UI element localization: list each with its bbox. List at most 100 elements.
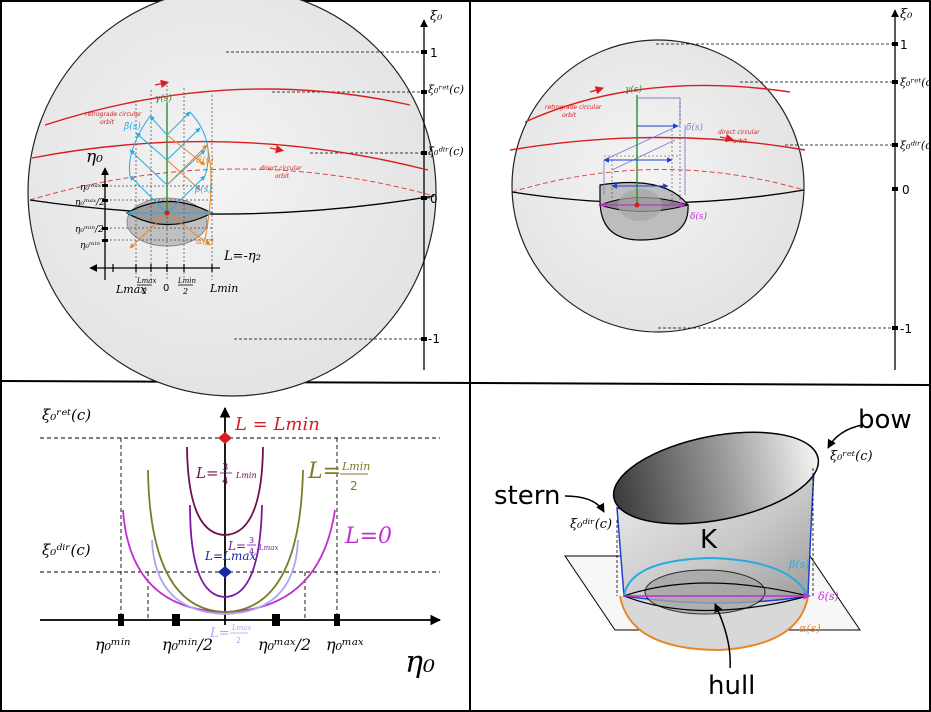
label-L-min-half-den: 2 [350,479,358,493]
equator-back-right [511,169,805,193]
direct-label-left-1: direct circular [260,165,302,172]
eta-ticks-bl [118,614,340,626]
retrograde-orbit-right [524,84,791,123]
L-max-half-den-left: 2 [141,287,147,296]
xi-ticks-right [892,42,898,330]
tick-1-left: 1 [430,46,438,60]
label-L-3-4-min-num: 3 [222,462,228,473]
tick-xi-ret-left: ξ₀ʳᵉᵗ(c) [428,83,464,96]
label-L-3-4-max-pre: L= [227,539,246,553]
beta-tilde-label-left: β̃(s) [123,121,141,132]
gamma-label-right: γ(s) [625,84,643,95]
hull-label: hull [708,671,755,701]
xi-ret-label-bl: ξ₀ʳᵉᵗ(c) [42,406,91,424]
retro-label-left-2: orbit [100,119,115,126]
K-label: K [700,525,718,555]
hull-inner [644,569,766,615]
eta-min-bl: η₀ᵐⁱⁿ [95,635,131,654]
xi-ret-label-br: ξ₀ʳᵉᵗ(c) [830,449,873,464]
direct-orbit-right [509,136,806,151]
direct-label-right-2: orbit [733,138,748,145]
origin-dot-right [634,202,640,208]
retrograde-orbit-left [44,88,411,126]
vertical-guides-right [604,98,681,205]
label-L-Lmax: L=Lmax [204,549,257,563]
label-L-3-4-min-pre: L= [195,464,219,482]
alpha-label-left: α(s) [196,236,214,247]
curve-L-min-half [147,469,304,613]
xi-dir-label-bl: ξ₀ᵈⁱʳ(c) [42,541,91,559]
L-min-half-num-left: Lmin [177,277,197,285]
point-L-min [218,432,232,444]
curve-L-max-half [151,539,299,615]
bow-label: bow [858,405,912,435]
xi-dir-label-br: ξ₀ᵈⁱʳ(c) [570,517,612,532]
direct-orbit-left [31,140,429,171]
label-L-max-half-den: 2 [236,636,241,645]
label-L-max-half-pre: L= [209,626,230,641]
eta-min-half-left: η₀ᵐⁱⁿ/2 [75,225,104,235]
hull-arrow [714,603,731,669]
xi-axis-label-left: ξ₀ [430,9,443,24]
label-L-Lmin: L = Lmin [234,414,320,435]
alpha-tilde-label-left: α̃(s) [196,155,214,166]
tick-1-right: 1 [900,38,908,52]
eta-ticks-left [102,184,108,242]
retro-label-right-1: retrograde circular [545,104,602,111]
K-top [612,431,820,525]
panel-top-left: ξ₀ 1 ξ₀ʳᵉᵗ(c) ξ₀ᵈⁱʳ(c) 0 -1 retrograde c… [27,0,464,397]
delta-tilde-frame-right [603,100,686,195]
panel-bottom-right: K β(s) δ(s) α(s) bow ξ₀ʳᵉᵗ(c) stern ξ₀ᵈⁱ… [494,405,912,701]
tick-0-left: 0 [430,192,438,206]
L-ticks-left [112,264,213,272]
eta-max-left: η₀ᵐᵃˣ [80,183,102,193]
eta-min-half-bl: η₀ᵐⁱⁿ/2 [162,635,213,654]
panel-bottom-left: ξ₀ʳᵉᵗ(c) ξ₀ᵈⁱʳ(c) η₀ᵐⁱⁿ η₀ᵐⁱⁿ/2 η [40,406,442,680]
delta-tilde-label-right: δ̃(s) [686,122,704,133]
beta-curve [623,556,809,597]
xi-axis-label-right: ξ₀ [900,7,913,22]
label-L-min-half-num: Lmin [341,460,370,473]
label-L-3-4-max-den: 4 [249,547,254,556]
stern-arrow [564,495,605,513]
delta-label-right: δ(s) [690,211,708,222]
level-curves-bl [122,446,336,615]
delta-label-br: δ(s) [818,590,839,603]
L-min-half-den-left: 2 [182,287,188,296]
L-min-left: Lmin [209,282,238,295]
panel-top-right: ξ₀ 1 ξ₀ʳᵉᵗ(c) ξ₀ᵈⁱʳ(c) 0 -1 retrograde c… [509,7,931,370]
L-axis-label-left: L=-η₂ [223,249,261,264]
tick-xi-dir-right: ξ₀ᵈⁱʳ(c) [900,139,931,152]
curve-L-3-4-max [189,504,263,598]
origin-dot-left [164,210,170,216]
curve-L-3-4-min [186,446,264,536]
delta-arrows-right [603,123,679,189]
label-L-3-4-max-num: 3 [249,536,254,545]
point-L-max [218,566,232,578]
label-L-max-half-num: Lmax [231,624,251,632]
stern-label: stern [494,481,560,511]
direct-label-right-1: direct circular [718,129,760,136]
alpha-label-br: α(s) [799,622,821,635]
label-L-zero: L=0 [344,524,392,549]
L-zero-left: 0 [163,283,169,294]
sphere-left [27,0,437,397]
L-max-half-num-left: Lmax [136,277,156,285]
retro-label-left-1: retrograde circular [85,111,142,118]
bow-arrow [827,424,863,449]
eta-axis-label-bl: η₀ [405,645,435,680]
tick-minus1-left: -1 [428,332,440,346]
eta-axis-label-left: η₀ [86,147,103,167]
tick-0-right: 0 [902,183,910,197]
eta-min-left: η₀ᵐⁱⁿ [80,241,100,251]
xi-guides-right [656,43,892,329]
direct-label-left-2: orbit [275,173,290,180]
equator-back-left [29,168,435,201]
retro-label-right-2: orbit [562,112,577,119]
tick-xi-ret-right: ξ₀ʳᵉᵗ(c) [900,76,931,89]
eta-max-half-left: η₀ᵐᵃˣ/2 [75,198,105,208]
L-max-left: Lmax [115,283,147,296]
beta-label-br: β(s) [788,558,810,571]
